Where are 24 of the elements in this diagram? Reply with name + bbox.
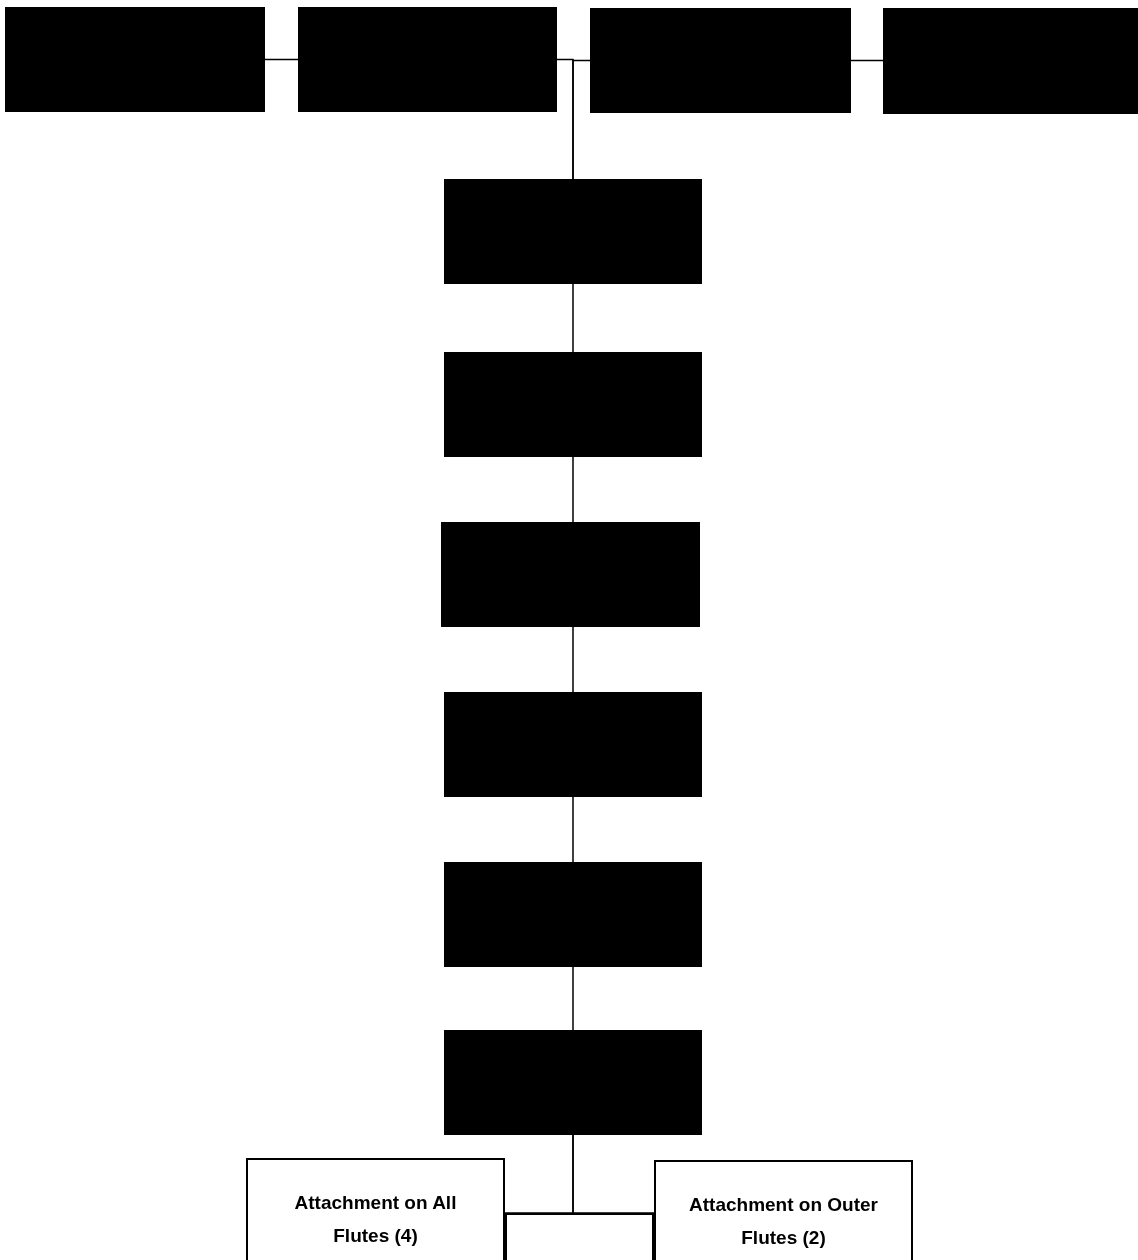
connector-line: [572, 59, 591, 180]
process-box: [654, 1160, 913, 1260]
filled-box: [444, 692, 702, 797]
filled-box: [444, 1030, 702, 1135]
empty-box: [505, 1213, 654, 1260]
filled-box: [590, 8, 851, 113]
filled-box: [5, 7, 265, 112]
connector-line: [572, 1134, 655, 1214]
connector-line: [850, 59, 884, 62]
connector-line: [572, 966, 574, 1031]
process-box: [246, 1158, 505, 1260]
connector-line: [572, 283, 574, 353]
box-label: Attachment on All Flutes (4): [293, 1191, 458, 1248]
connector-line: [572, 456, 574, 523]
box-label: Attachment on Outer Flutes (2): [688, 1193, 879, 1250]
connector-line: [572, 796, 574, 863]
filled-box: [883, 8, 1138, 114]
filled-box: [298, 7, 557, 112]
filled-box: [444, 862, 702, 967]
filled-box: [444, 352, 702, 457]
filled-box: [444, 179, 702, 284]
connector-line: [264, 58, 299, 61]
filled-box: [441, 522, 700, 627]
connector-line: [572, 626, 574, 693]
